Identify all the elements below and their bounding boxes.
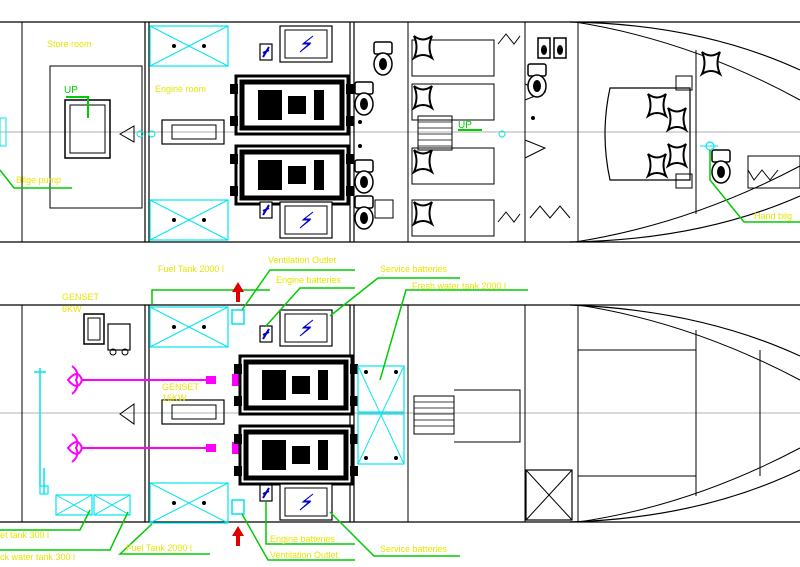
label-genset-6kw-line1: GENSET (62, 292, 100, 302)
label-service-batteries-bottom: Service batteries (380, 544, 448, 554)
label-ventilation-top: Ventilation Outlet (268, 255, 337, 265)
label-engine-batteries-bottom: Engine batteries (270, 534, 336, 544)
label-engine-batteries-top: Engine batteries (276, 275, 342, 285)
label-up-left: UP (64, 85, 78, 96)
label-store-room: Store room (47, 39, 92, 49)
upper-deck-plan (0, 21, 800, 243)
label-engine-room: Engine room (155, 84, 206, 94)
lower-deck-plan (0, 269, 800, 561)
label-genset-16kw-line2: 16KW (162, 393, 187, 403)
label-genset-6kw-line2: 6KW (62, 304, 82, 314)
label-black-water-tank: ck water tank 300 l (0, 552, 75, 562)
label-ventilation-bottom: Ventilation Outlet (270, 550, 339, 560)
label-grey-water-tank: et tank 300 l (0, 530, 49, 540)
label-up-center: UP (458, 120, 472, 131)
label-fresh-water-tank: Fresh water tank 2000 l (412, 281, 506, 291)
label-genset-16kw-line1: GENSET (162, 382, 200, 392)
label-hand-bilge: Hand bilg (754, 211, 792, 221)
labels: Store room UP Engine room UP Bilge pump … (0, 39, 792, 562)
label-bilge-pump: Bilge pump (16, 175, 61, 185)
label-fuel-tank-top: Fuel Tank 2000 l (158, 264, 224, 274)
label-fuel-tank-bottom: Fuel Tank 2000 l (126, 543, 192, 553)
label-service-batteries-top: Service batteries (380, 264, 448, 274)
